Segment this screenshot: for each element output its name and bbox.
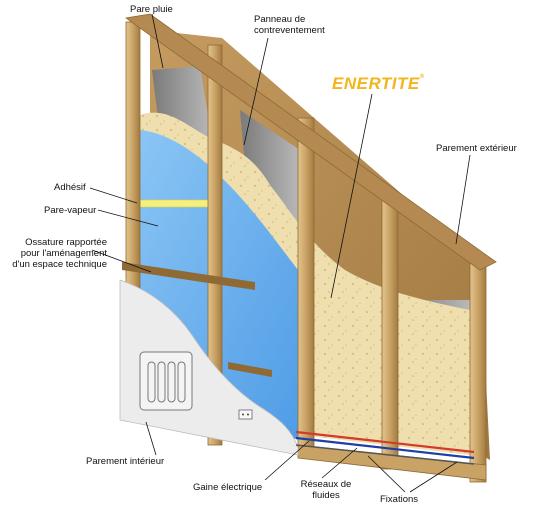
label-gaine-electrique: Gaine électrique: [193, 482, 263, 493]
radiator: [139, 351, 193, 411]
brand-enertite: ENERTITE®: [332, 74, 425, 94]
adhesive-tape: [131, 199, 213, 208]
stud-1: [125, 21, 141, 323]
leader-pare-vapeur: [97, 209, 159, 227]
label-reseaux-line2: fluides: [312, 490, 340, 501]
stud-2: [207, 44, 223, 446]
label-panneau-contreventement: Panneau de contreventement: [254, 14, 325, 36]
leader-ossature: [91, 249, 152, 273]
label-adhesif: Adhésif: [54, 182, 86, 193]
stud-3: [297, 117, 315, 457]
label-parement-exterieur: Parement extérieur: [436, 143, 517, 154]
interior-plasterboard: [119, 279, 299, 456]
stud-5: [469, 261, 487, 483]
leader-parement-ext: [455, 154, 471, 245]
leader-parement-int: [145, 421, 157, 456]
label-reseaux-line1: Réseaux de: [300, 479, 352, 490]
stud-4: [381, 194, 399, 470]
label-pare-vapeur: Pare-vapeur: [44, 205, 97, 216]
label-panneau-line1: Panneau de: [254, 14, 306, 25]
service-batten-upper: [122, 262, 255, 290]
leader-fixations-1: [367, 455, 406, 493]
label-pare-pluie: Pare pluie: [130, 4, 173, 15]
leader-fixations-2: [409, 461, 458, 493]
leader-adhesif: [89, 187, 138, 204]
brand-name: ENERTITE: [332, 74, 420, 93]
label-reseaux-fluides: Réseaux de fluides: [296, 479, 356, 501]
label-ossature-rapportee: Ossature rapportée pour l'aménagement d'…: [7, 237, 107, 270]
label-fixations: Fixations: [380, 494, 419, 505]
label-ossature-line3: d'un espace technique: [12, 259, 107, 270]
brand-mark: ®: [419, 74, 425, 80]
pipe-blue: [295, 436, 475, 460]
electrical-conduit: [295, 444, 475, 465]
label-ossature-line2: pour l'aménagement: [20, 248, 107, 259]
top-plate: [124, 13, 497, 271]
leader-gaine: [264, 440, 310, 481]
electrical-outlet: [238, 409, 253, 420]
label-panneau-line2: contreventement: [254, 25, 325, 36]
service-batten-lower: [228, 362, 272, 377]
pipe-red: [295, 430, 475, 454]
leader-enertite: [330, 93, 373, 299]
leader-lines: [89, 13, 471, 493]
leader-reseaux: [321, 447, 358, 479]
leader-pare-pluie: [151, 13, 164, 69]
label-parement-interieur: Parement intérieur: [86, 456, 165, 467]
label-ossature-line1: Ossature rapportée: [25, 237, 107, 248]
leader-panneau: [243, 37, 269, 146]
